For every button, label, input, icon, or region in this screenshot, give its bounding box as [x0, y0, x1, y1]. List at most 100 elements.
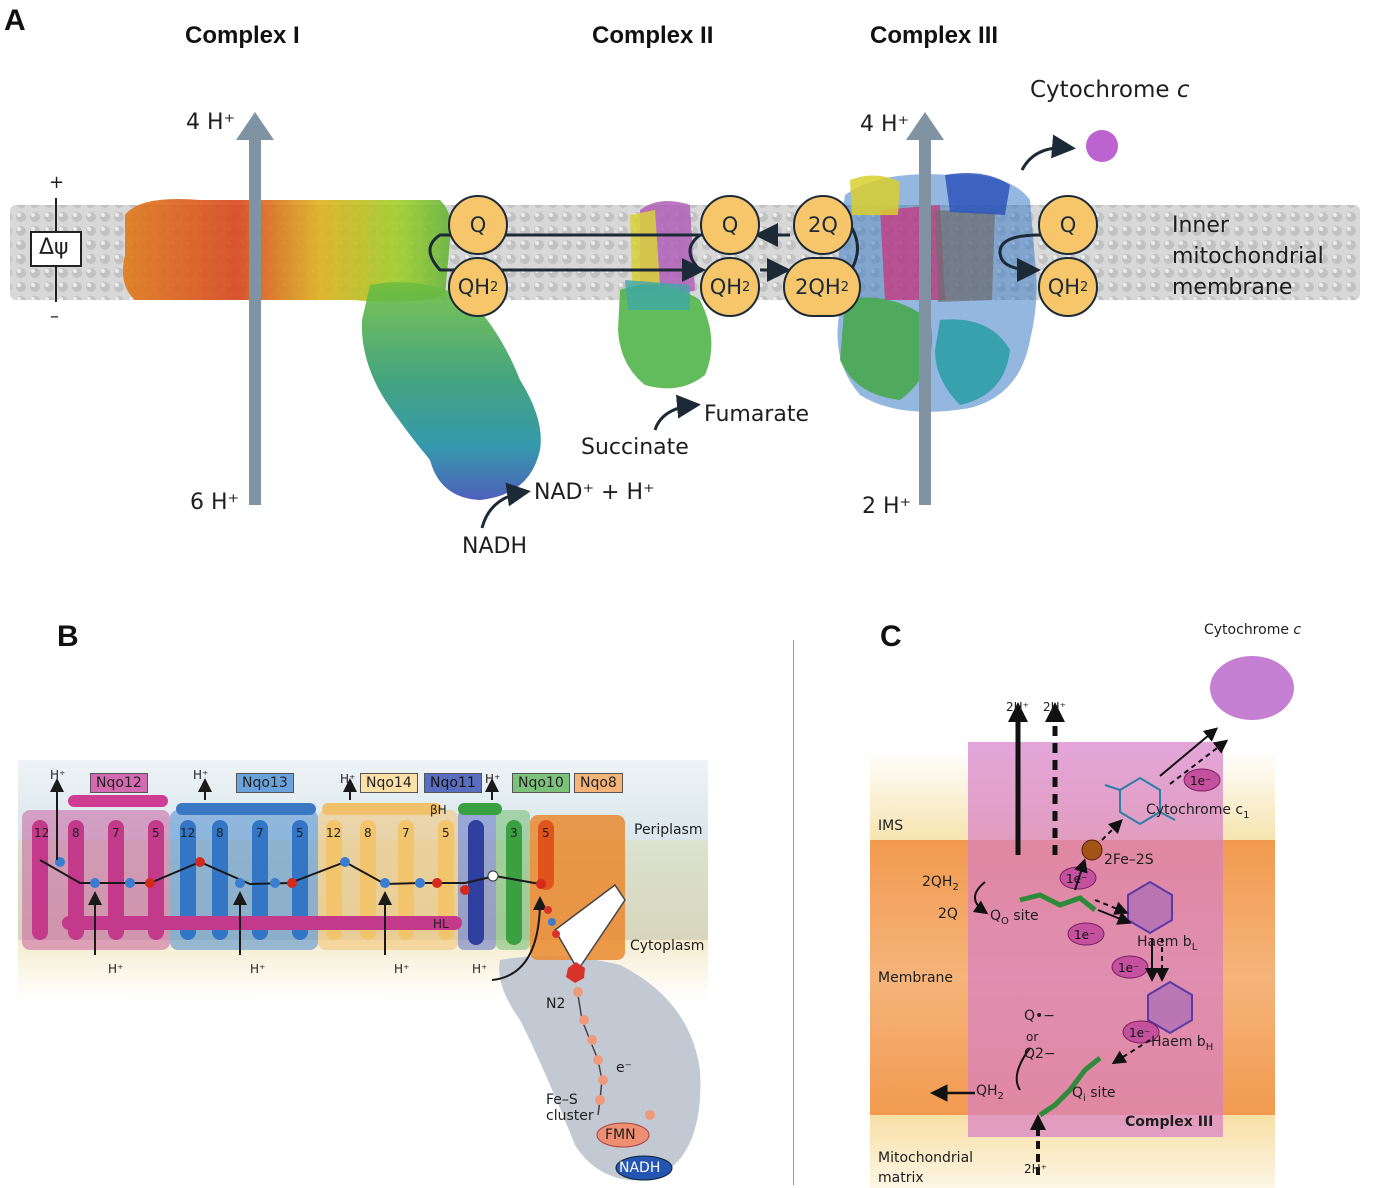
qo-sub: O — [1001, 915, 1009, 927]
quinone-q-1-text: Q — [469, 213, 487, 237]
cytochrome-c-italic: c — [1176, 77, 1190, 103]
quinol-2-text: QH — [709, 275, 743, 299]
complex-iii-blue-top — [945, 172, 1010, 215]
cyt-c-italic-c: c — [1293, 622, 1302, 638]
two-quinol-sub: 2 — [840, 279, 849, 295]
hl-label: HL — [433, 917, 449, 931]
beta-h-label: βH — [430, 803, 447, 817]
periplasm-label: Periplasm — [634, 822, 703, 838]
helix-num-3: 7 — [112, 826, 120, 840]
membrane-label-line2: mitochondrial — [1172, 244, 1324, 269]
membrane-label-line1: Inner — [1172, 213, 1229, 238]
quinone-ring — [566, 962, 585, 983]
n2-label: N2 — [546, 996, 566, 1012]
haem-bh-sub: H — [1205, 1041, 1214, 1053]
cytoplasm-label: Cytoplasm — [630, 938, 705, 954]
helix-num-2: 8 — [72, 826, 80, 840]
nqo13-tag: Nqo13 — [236, 773, 294, 793]
one-e-blobs — [1059, 768, 1221, 1044]
cytochrome-c1-haem — [1104, 776, 1176, 826]
plus-sign: + — [49, 172, 65, 193]
quinone-channel — [554, 883, 626, 972]
one-e-1: 1e⁻ — [1190, 774, 1212, 788]
complex-ii-title: Complex II — [592, 22, 714, 49]
ims-label: IMS — [878, 818, 904, 834]
panel-label-a: A — [4, 4, 26, 37]
helix-num-8: 5 — [296, 826, 304, 840]
helix-num-11: 7 — [402, 826, 410, 840]
membrane-label-line3: membrane — [1172, 275, 1293, 300]
qh2-in-label: 2QH2 — [922, 874, 959, 893]
complex-i-membrane-arm — [122, 199, 452, 302]
succinate-arrow — [653, 394, 701, 431]
helix-num-6: 8 — [216, 826, 224, 840]
membrane-c-label: Membrane — [878, 970, 954, 986]
nqo11-tag: Nqo11 — [424, 773, 482, 793]
panel-label-b: B — [57, 620, 79, 653]
h-plus-top-3: H⁺ — [340, 772, 356, 786]
complex-iii-top-protons: 4 H⁺ — [860, 112, 910, 137]
h-plus-bottom-2: H⁺ — [250, 962, 266, 976]
helix-num-9: 12 — [326, 826, 342, 840]
qi-quinone — [1038, 1056, 1102, 1118]
complex-iii-yellow-top — [850, 175, 900, 215]
helix-num-13: 3 — [510, 826, 518, 840]
helix-num-5: 12 — [180, 826, 196, 840]
cyt-c1-text: Cytochrome c — [1146, 802, 1244, 818]
cyt-c-protein — [1210, 656, 1294, 720]
panel-b-diagram — [18, 760, 708, 1181]
nadh-label: NADH — [462, 534, 527, 559]
electron-label: e⁻ — [616, 1060, 633, 1076]
q-out-label: 2Q — [938, 906, 958, 922]
quinol-1-text: QH — [457, 275, 491, 299]
h-plus-bottom-3: H⁺ — [394, 962, 410, 976]
complex-iii-teal — [935, 319, 1010, 405]
or-label: or — [1026, 1030, 1039, 1044]
nqo12-tag: Nqo12 — [90, 773, 148, 793]
two-quinone-text: 2Q — [808, 213, 838, 237]
panel-label-c: C — [880, 620, 902, 653]
qh2-out-text: QH — [976, 1083, 998, 1099]
qh2-out-sub: 2 — [997, 1090, 1004, 1102]
qi-sub: i — [1083, 1092, 1086, 1104]
quinone-q-3-text: Q — [1059, 213, 1077, 237]
one-e-4: 1e⁻ — [1118, 961, 1140, 975]
one-e-2: 1e⁻ — [1066, 872, 1088, 886]
quinone-q-2: Q — [700, 195, 760, 255]
h-plus-top-2: H⁺ — [193, 768, 209, 782]
panel-divider — [793, 640, 794, 1185]
panel-c-diagram — [870, 656, 1294, 1188]
nqo8-tag: Nqo8 — [574, 773, 623, 793]
nqo14-tag: Nqo14 — [360, 773, 418, 793]
succinate-label: Succinate — [581, 435, 689, 460]
helix-num-10: 8 — [364, 826, 372, 840]
complex-iii-grey — [935, 210, 995, 302]
qo-text: Q — [990, 908, 1002, 924]
fmn-label: FMN — [605, 1127, 636, 1143]
helix-num-1: 12 — [34, 826, 50, 840]
nqo10-tag: Nqo10 — [512, 773, 570, 793]
one-e-5: 1e⁻ — [1129, 1026, 1151, 1040]
haem-bl-label: Haem bL — [1137, 934, 1197, 953]
nadh-arrow — [480, 482, 531, 529]
two-h-label-2: 2H⁺ — [1043, 700, 1066, 714]
fes-clusters — [544, 906, 655, 1120]
complex-i-bottom-protons: 6 H⁺ — [190, 490, 240, 515]
two-quinone: 2Q — [793, 195, 853, 255]
complex-i-title: Complex I — [185, 22, 300, 49]
complex-iii-magenta — [880, 205, 945, 300]
quinol-3-sub: 2 — [1080, 279, 1089, 295]
qi-site-label: Qi site — [1072, 1085, 1116, 1104]
q-cycle-left — [428, 233, 730, 282]
complex-iii-title: Complex III — [870, 22, 999, 49]
quinone-q-3: Q — [1038, 195, 1098, 255]
q-cycle-loop-ii — [688, 233, 702, 272]
panel-a-diagram — [10, 112, 1360, 529]
qh2-in-sub: 2 — [952, 881, 959, 893]
one-e-3: 1e⁻ — [1074, 928, 1096, 942]
haem-bh — [1147, 980, 1193, 1035]
complex-iii-green — [840, 297, 932, 400]
